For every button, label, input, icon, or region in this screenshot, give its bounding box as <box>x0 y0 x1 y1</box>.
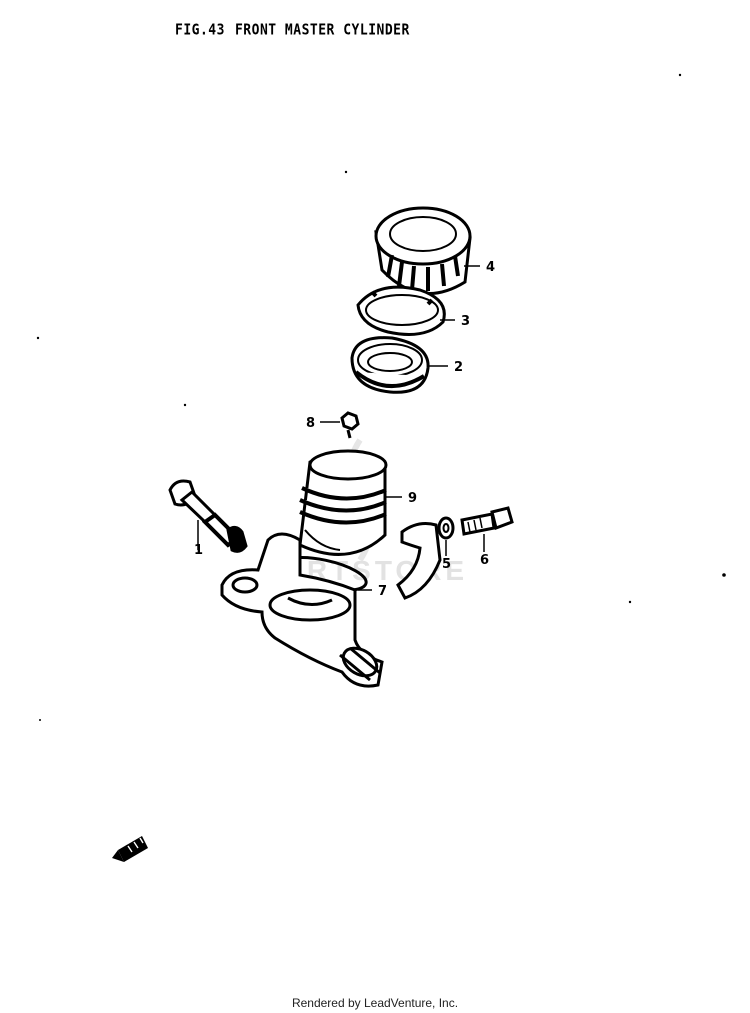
callout-7[interactable]: 7 <box>378 584 387 599</box>
figure-title: FIG.43 FRONT MASTER CYLINDER <box>175 22 410 39</box>
part-6-bolt[interactable] <box>460 506 514 536</box>
callout-leader-lines <box>197 265 485 591</box>
scan-specks <box>36 73 726 721</box>
callout-2[interactable]: 2 <box>454 360 463 375</box>
footer-credit: Rendered by LeadVenture, Inc. <box>291 996 459 1010</box>
callout-1[interactable]: 1 <box>194 543 203 558</box>
part-4-reservoir-cap[interactable] <box>374 206 472 295</box>
callout-8[interactable]: 8 <box>306 416 315 431</box>
part-8-screw[interactable] <box>340 411 360 439</box>
handlebar-clamp[interactable] <box>396 522 442 600</box>
figure-number: FIG.43 <box>175 22 225 40</box>
callout-6[interactable]: 6 <box>480 553 489 568</box>
part-2-diaphragm[interactable] <box>350 336 430 394</box>
figure-name: FRONT MASTER CYLINDER <box>234 22 410 40</box>
part-1-piston-assembly[interactable] <box>168 479 248 553</box>
front-direction-arrow-icon <box>112 836 148 862</box>
part-3-diaphragm-plate[interactable] <box>356 285 446 336</box>
part-5-washer[interactable] <box>437 516 455 540</box>
callout-3[interactable]: 3 <box>461 314 470 329</box>
callout-5[interactable]: 5 <box>442 557 451 572</box>
master-cylinder-body[interactable] <box>220 532 384 688</box>
callout-9[interactable]: 9 <box>408 491 417 506</box>
callout-4[interactable]: 4 <box>486 260 495 275</box>
part-9-reservoir-body[interactable] <box>298 449 388 556</box>
